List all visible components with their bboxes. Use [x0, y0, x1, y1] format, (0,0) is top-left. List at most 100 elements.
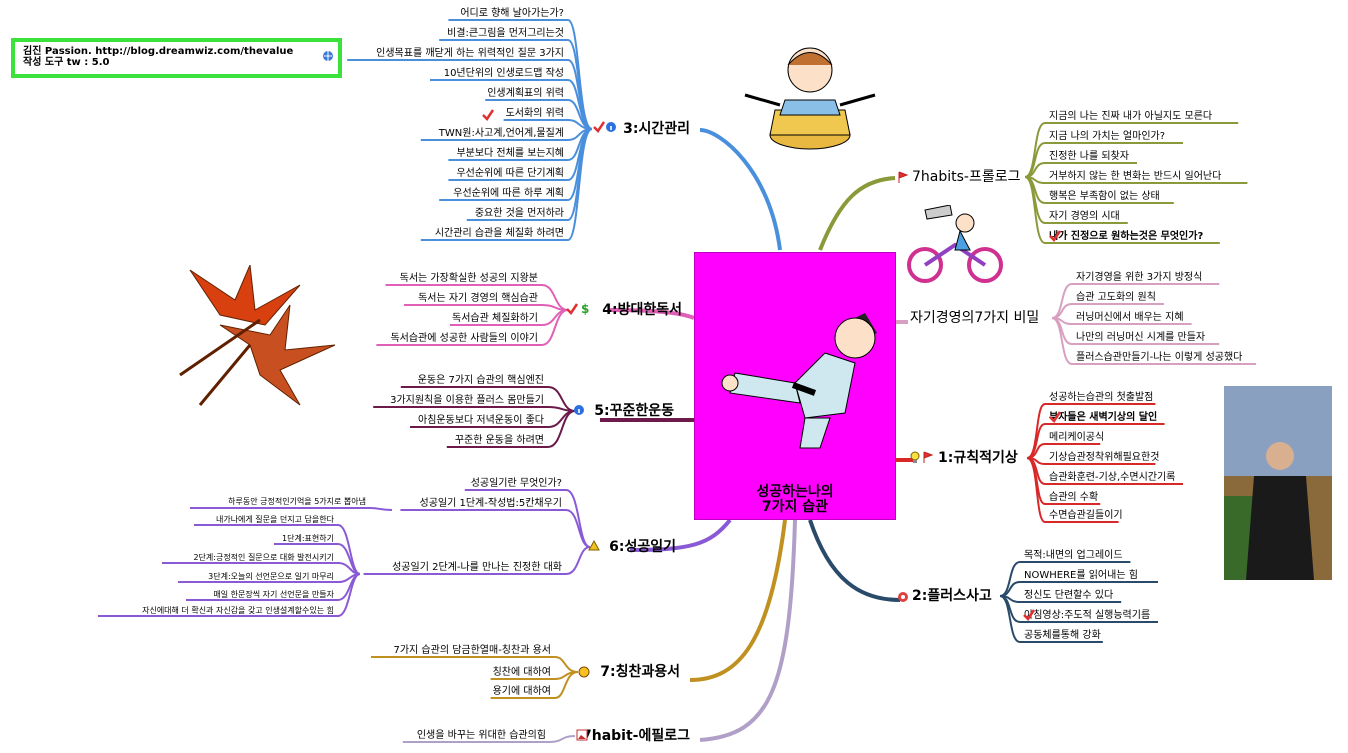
child-node-bp-0[interactable]: 지금의 나는 진짜 내가 아닐지도 모른다 [1049, 110, 1212, 122]
child-node-b6-0[interactable]: 성공일기란 무엇인가? [471, 477, 562, 489]
child-link-b6-1 [400, 509, 591, 548]
sub-node-b6-1-0[interactable]: 하루동안 긍정적인기억을 5가지로 뽑아냄 [228, 496, 366, 506]
sub-link-b6-2-5 [98, 573, 361, 617]
child-node-b1-4[interactable]: 습관화훈련-기상,수면시간기록 [1049, 470, 1175, 483]
child-node-b2-3[interactable]: 아침영상:주도적 실행능력기름 [1024, 609, 1150, 621]
child-node-be-0[interactable]: 인생을 바꾸는 위대한 습관의힘 [417, 728, 546, 741]
child-node-b7-0[interactable]: 7가지 습관의 담금한열매-칭찬과 용서 [393, 644, 551, 656]
child-node-bp-1[interactable]: 지금 나의 가치는 얼마인가? [1049, 130, 1165, 142]
child-node-b3-10[interactable]: 중요한 것을 먼저하라 [475, 206, 564, 219]
check-icon [1049, 230, 1062, 242]
sub-node-b6-2-0[interactable]: 내가나에게 질문을 던지고 답을한다 [216, 514, 335, 524]
child-node-b2-4[interactable]: 공동체를통해 강화 [1024, 628, 1101, 641]
branch-label-b1[interactable]: 1:규칙적기상 [938, 449, 1018, 466]
child-node-bp-6[interactable]: 내가 진정으로 원하는것은 무엇인가? [1049, 229, 1203, 242]
child-node-b1-1[interactable]: 부자들은 새벽기상의 달인 [1049, 410, 1157, 423]
check-icon [566, 303, 579, 315]
child-node-b6-1[interactable]: 성공일기 1단계-작성법:5칸채우기 [420, 497, 562, 509]
info-icon [606, 122, 616, 132]
child-node-bp-5[interactable]: 자기 경영의 시대 [1049, 209, 1120, 222]
child-node-b5-0[interactable]: 운동은 7가지 습관의 핵심엔진 [418, 374, 544, 386]
central-topic[interactable]: 성공하는나의 7가지 습관 [694, 252, 896, 520]
child-node-b3-3[interactable]: 10년단위의 인생로드맵 작성 [444, 66, 564, 79]
branch-label-be[interactable]: 7habit-에필로그 [582, 727, 690, 744]
child-node-b1-3[interactable]: 기상습관정착위해필요한것 [1049, 450, 1159, 463]
child-node-b7-1[interactable]: 칭찬에 대하여 [493, 665, 551, 678]
child-links [98, 19, 1256, 743]
child-node-b3-6[interactable]: TWN원:사고계,언어계,물질계 [438, 127, 564, 139]
child-node-b2-2[interactable]: 정신도 단련할수 있다 [1024, 589, 1113, 601]
child-node-b3-0[interactable]: 어디로 향해 날아가는가? [460, 6, 564, 19]
check-icon [482, 109, 495, 121]
child-node-bs-3[interactable]: 나만의 러닝머신 시계를 만들자 [1076, 331, 1205, 343]
child-node-b3-7[interactable]: 부분보다 전체를 보는지혜 [456, 147, 564, 159]
child-node-bp-3[interactable]: 거부하지 않는 한 변화는 반드시 일어난다 [1049, 169, 1221, 182]
child-node-bs-0[interactable]: 자기경영을 위한 3가지 방정식 [1076, 270, 1202, 283]
branch-label-b2[interactable]: 2:플러스사고 [912, 588, 992, 604]
check-icon [593, 121, 606, 133]
branch-line-2 [808, 519, 901, 602]
branch-label-b5[interactable]: 5:꾸준한운동 [594, 403, 674, 419]
child-link-b5-1 [373, 406, 576, 412]
child-node-b3-4[interactable]: 인생계획표의 위력 [487, 86, 564, 99]
sub-link-b6-1-0 [190, 507, 393, 511]
child-node-b5-2[interactable]: 아침운동보다 저녁운동이 좋다 [418, 414, 544, 426]
child-node-b3-9[interactable]: 우선순위에 따른 하루 계획 [453, 186, 564, 199]
branch-line-4 [609, 308, 695, 320]
flag-icon [898, 171, 909, 183]
info-icon [574, 405, 584, 415]
child-node-b4-1[interactable]: 독서는 자기 경영의 핵심습관 [418, 291, 538, 304]
child-node-b4-3[interactable]: 독서습관에 성공한 사람들의 이야기 [390, 331, 538, 344]
check-icon [1049, 411, 1062, 423]
image-icon [576, 729, 588, 741]
child-link-b3-11 [420, 128, 593, 241]
child-node-b2-1[interactable]: NOWHERE를 읽어내는 힘 [1024, 568, 1138, 581]
child-node-bp-4[interactable]: 행복은 부족함이 없는 상태 [1049, 189, 1160, 202]
child-node-b3-8[interactable]: 우선순위에 따른 단기계획 [456, 166, 564, 179]
child-node-b2-0[interactable]: 목적:내면의 업그레이드 [1024, 548, 1123, 561]
child-node-b3-5[interactable]: 도서화의 위력 [506, 106, 564, 119]
child-node-bs-2[interactable]: 러닝머신에서 배우는 지혜 [1076, 311, 1184, 323]
child-link-b6-2 [363, 546, 591, 575]
boy-illustration [744, 47, 876, 150]
child-node-bs-1[interactable]: 습관 고도화의 원칙 [1076, 291, 1156, 303]
branch-line-p [818, 176, 896, 251]
sub-node-b6-2-3[interactable]: 3단계:오늘의 선언문으로 일기 마무리 [208, 571, 334, 581]
sub-node-b6-2-2[interactable]: 2단계:긍정적인 질문으로 대화 발전시키기 [193, 552, 334, 562]
child-node-b1-0[interactable]: 성공하는습관의 첫출발점 [1049, 390, 1153, 403]
branch-label-b7[interactable]: 7:칭찬과용서 [600, 663, 680, 680]
smile-icon [578, 666, 590, 678]
child-node-bp-2[interactable]: 진정한 나를 되찾자 [1049, 150, 1129, 162]
child-node-b4-2[interactable]: 독서습관 체질화하기 [452, 311, 538, 324]
branch-label-b6[interactable]: 6:성공일기 [609, 539, 676, 555]
child-node-b1-5[interactable]: 습관의 수확 [1049, 491, 1098, 503]
child-link-b7-2 [490, 671, 579, 699]
branch-label-bp[interactable]: 7habits-프롤로그 [912, 169, 1021, 185]
child-node-b1-2[interactable]: 메리케이공식 [1049, 431, 1104, 443]
target-icon [898, 592, 908, 602]
author-note: 김진 Passion. http://blog.dreamwiz.com/the… [11, 38, 342, 78]
branch-line-e [699, 519, 797, 742]
child-node-b3-1[interactable]: 비결:큰그림을 먼저그리는것 [447, 27, 564, 39]
sub-node-b6-2-4[interactable]: 매일 한문장씩 자기 선언문을 만들자 [213, 589, 334, 599]
branch-line-3 [699, 128, 782, 251]
child-node-b1-6[interactable]: 수면습관길들이기 [1049, 508, 1123, 521]
child-node-b3-11[interactable]: 시간관리 습관을 체질화 하려면 [435, 226, 564, 239]
branch-label-bs[interactable]: 자기경영의7가지 비밀 [910, 310, 1039, 326]
sub-node-b6-2-5[interactable]: 자신에대해 더 확신과 자신감을 갖고 인생설계할수있는 힘 [142, 605, 334, 615]
child-node-b3-2[interactable]: 인생목표를 깨닫게 하는 위력적인 질문 3가지 [376, 46, 564, 59]
branch-label-b3[interactable]: 3:시간관리 [623, 120, 690, 137]
svg-text:$: $ [581, 302, 589, 316]
branch-label-b4[interactable]: 4:방대한독서 [602, 301, 682, 318]
child-link-bs-4 [1051, 317, 1256, 365]
child-node-b5-3[interactable]: 꾸준한 운동을 하려면 [455, 433, 544, 446]
central-topic-title: 성공하는나의 7가지 습관 [756, 484, 834, 515]
child-node-bs-4[interactable]: 플러스습관만들기-나는 이렇게 성공했다 [1076, 350, 1242, 363]
child-node-b4-0[interactable]: 독서는 가장확실한 성공의 지왕분 [400, 272, 538, 284]
sub-node-b6-2-1[interactable]: 1단계:표현하기 [282, 533, 334, 543]
child-node-b7-2[interactable]: 용기에 대하여 [493, 684, 551, 697]
child-node-b6-2[interactable]: 성공일기 2단계-나를 만나는 진정한 대화 [392, 561, 562, 573]
child-node-b5-1[interactable]: 3가지원칙을 이용한 플러스 몸만들기 [390, 394, 544, 406]
